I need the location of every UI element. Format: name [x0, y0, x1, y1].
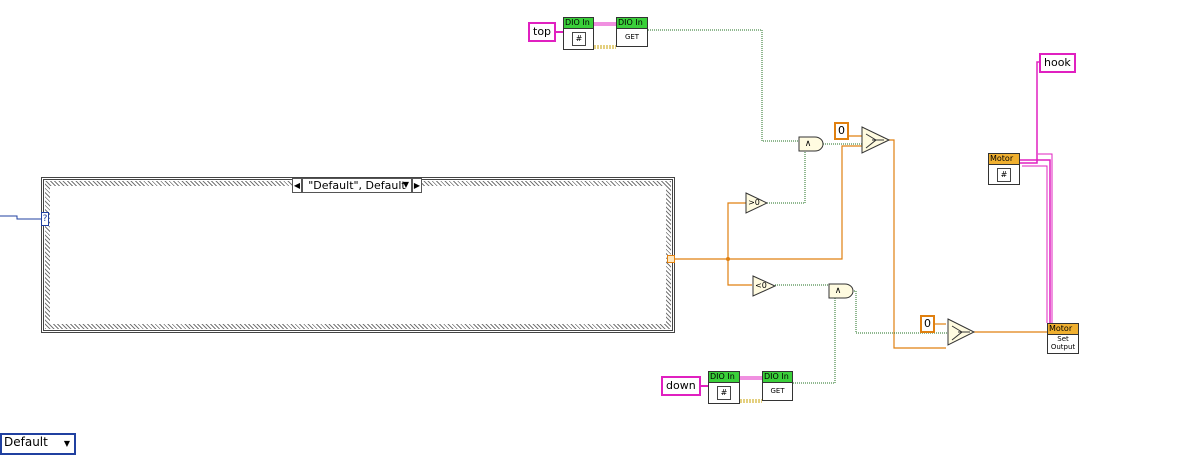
- zero-upper-constant[interactable]: 0: [834, 122, 849, 140]
- motor-refnum-label: Motor: [989, 154, 1019, 165]
- top-refnum-constant[interactable]: top: [528, 22, 557, 42]
- motor-refnum-icon: #: [997, 168, 1011, 182]
- enum-wire: [0, 215, 42, 220]
- motor-set-output-node[interactable]: Motor Set Output: [1047, 323, 1079, 354]
- select-upper-output: [889, 139, 946, 349]
- zero-lower-constant[interactable]: 0: [920, 315, 935, 333]
- bottom-dio-refnum-icon: #: [717, 386, 731, 400]
- case-selector-label[interactable]: "Default", Default: [302, 178, 412, 193]
- case-output-tunnel[interactable]: [667, 255, 675, 263]
- greater-than-zero-gate[interactable]: >0: [748, 198, 760, 207]
- default-ring-constant[interactable]: Default ▼: [0, 433, 76, 455]
- bottom-bool-wire: [793, 297, 836, 384]
- motor-set-refnum-wire: [1020, 159, 1051, 323]
- gt-bool-wire: [767, 150, 806, 204]
- less-than-zero-gate[interactable]: <0: [755, 281, 767, 290]
- top-dio-refnum-node[interactable]: DIO In #: [563, 17, 594, 50]
- and-lower-shape: [828, 283, 854, 299]
- zero-upper-wire: [847, 131, 862, 137]
- motor-set-line1: Set: [1057, 335, 1069, 343]
- top-dio-get-label: DIO In: [617, 18, 647, 29]
- hook-refnum-constant[interactable]: hook: [1039, 53, 1076, 73]
- top-bool-wire: [648, 29, 800, 142]
- and-lower-gate[interactable]: ∧: [834, 286, 842, 296]
- case-structure[interactable]: [41, 177, 675, 333]
- top-dio-get-text: GET: [624, 33, 640, 41]
- top-dio-refnum-label: DIO In: [564, 18, 593, 29]
- top-dio-chain-wire: [594, 22, 616, 26]
- motor-refnum-node[interactable]: Motor #: [988, 153, 1020, 185]
- case-dropdown-arrow[interactable]: ▼: [402, 180, 410, 189]
- top-dio-error-wire: [594, 45, 616, 49]
- branch-to-gt: [727, 202, 746, 259]
- top-dio-get-node[interactable]: DIO In GET: [616, 17, 648, 47]
- motor-refnum-wire: [1020, 61, 1041, 164]
- and-upper-gate[interactable]: ∧: [804, 139, 812, 149]
- ring-dropdown-icon[interactable]: ▼: [62, 438, 72, 450]
- and-upper-shape: [798, 136, 824, 152]
- bottom-dio-error-wire: [740, 399, 762, 403]
- motor-set-label: Motor: [1048, 324, 1078, 335]
- case-selector-terminal[interactable]: ?: [41, 212, 49, 226]
- case-decrement-arrow[interactable]: ◀: [292, 178, 302, 193]
- bottom-dio-get-label: DIO In: [763, 372, 792, 383]
- gt-zero-shape: [745, 192, 769, 214]
- case-frame-interior: [50, 186, 666, 324]
- ring-value: Default: [4, 435, 48, 449]
- motor-set-line2: Output: [1050, 343, 1076, 351]
- top-dio-refnum-icon: #: [572, 32, 586, 46]
- bottom-dio-get-node[interactable]: DIO In GET: [762, 371, 793, 401]
- case-increment-arrow[interactable]: ▶: [412, 178, 422, 193]
- bottom-dio-chain-wire: [740, 376, 762, 380]
- down-refnum-constant[interactable]: down: [661, 376, 701, 396]
- case-output-wire: [675, 145, 862, 260]
- bottom-dio-refnum-node[interactable]: DIO In #: [708, 371, 740, 404]
- bottom-dio-get-text: GET: [770, 387, 785, 395]
- bottom-dio-refnum-label: DIO In: [709, 372, 739, 383]
- branch-to-lt: [727, 259, 752, 286]
- lt-zero-shape: [752, 275, 777, 297]
